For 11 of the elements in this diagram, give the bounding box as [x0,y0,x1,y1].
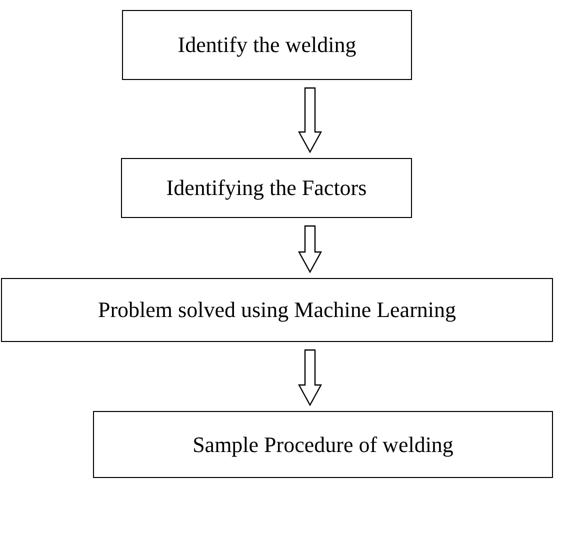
step-text: Identify the welding [178,32,356,58]
step-text: Problem solved using Machine Learning [98,297,456,323]
hollow-arrow [298,225,322,274]
process-box [122,10,412,80]
hollow-arrow [298,349,322,406]
process-box [93,411,553,478]
step-text: Sample Procedure of welding [192,432,454,458]
process-box [121,158,412,218]
step-text: Identifying the Factors [166,175,367,201]
hollow-arrow [298,87,322,154]
process-box [1,278,553,342]
